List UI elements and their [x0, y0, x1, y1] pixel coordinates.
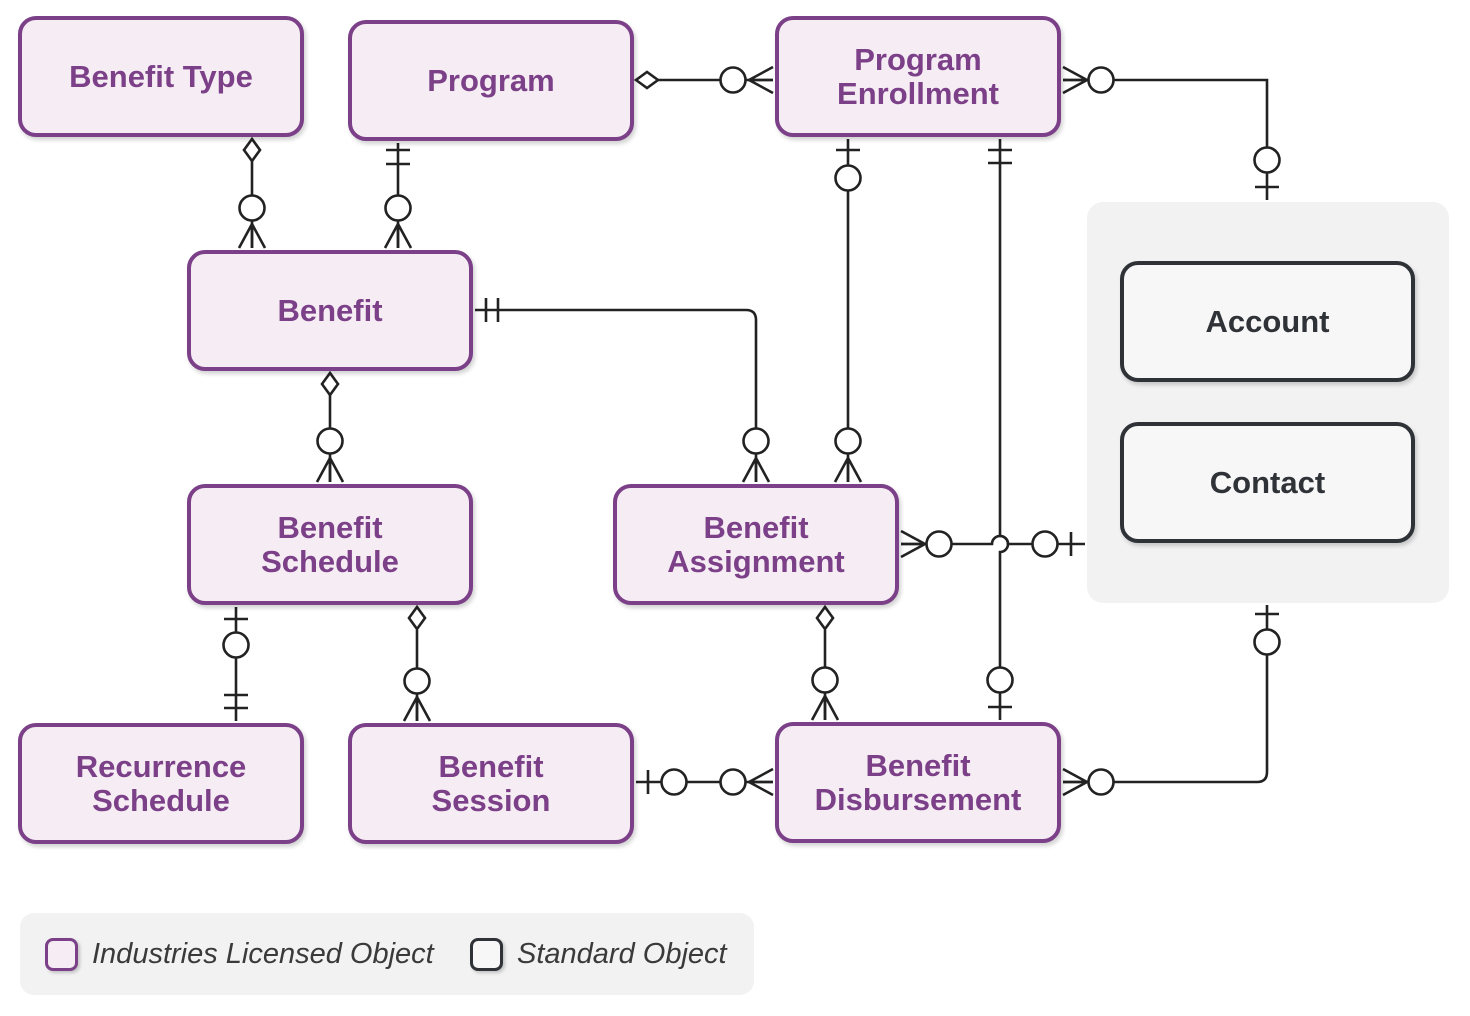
entity-benefit-session[interactable]: Benefit Session — [348, 723, 634, 844]
entity-benefit-disbursement[interactable]: Benefit Disbursement — [775, 722, 1061, 843]
legend-item-licensed: Industries Licensed Object — [45, 934, 434, 974]
legend-swatch-standard — [470, 937, 503, 971]
legend-panel — [20, 913, 754, 995]
legend-label-standard: Standard Object — [517, 937, 727, 970]
legend-swatch-licensed — [45, 937, 78, 971]
rel-enrollment-assignment — [833, 139, 863, 483]
rel-assignment-disbursement — [810, 604, 840, 721]
rel-program-enrollment — [633, 65, 774, 95]
entity-benefit[interactable]: Benefit — [187, 250, 473, 371]
legend-item-standard: Standard Object — [470, 934, 727, 974]
rel-account-disbursement — [1062, 605, 1281, 797]
entity-benefit-type[interactable]: Benefit Type — [18, 16, 304, 137]
rel-benefit-type-benefit — [237, 136, 267, 249]
rel-benefit-schedule — [315, 370, 345, 483]
entity-program-enrollment[interactable]: Program Enrollment — [775, 16, 1061, 137]
entity-program[interactable]: Program — [348, 20, 634, 141]
rel-assignment-contact — [900, 529, 1085, 559]
entity-benefit-assignment[interactable]: Benefit Assignment — [613, 484, 899, 605]
entity-recurrence-schedule[interactable]: Recurrence Schedule — [18, 723, 304, 844]
rel-session-disbursement — [636, 767, 774, 797]
rel-enrollment-disbursement — [986, 139, 1014, 720]
entity-benefit-schedule[interactable]: Benefit Schedule — [187, 484, 473, 605]
rel-benefit-assignment — [475, 298, 771, 483]
rel-enrollment-account — [1062, 65, 1281, 200]
legend-label-licensed: Industries Licensed Object — [92, 937, 434, 970]
entity-contact[interactable]: Contact — [1120, 422, 1415, 543]
rel-schedule-session — [402, 604, 432, 722]
rel-program-benefit — [383, 143, 413, 249]
rel-schedule-recurrence — [222, 607, 250, 721]
entity-account[interactable]: Account — [1120, 261, 1415, 382]
